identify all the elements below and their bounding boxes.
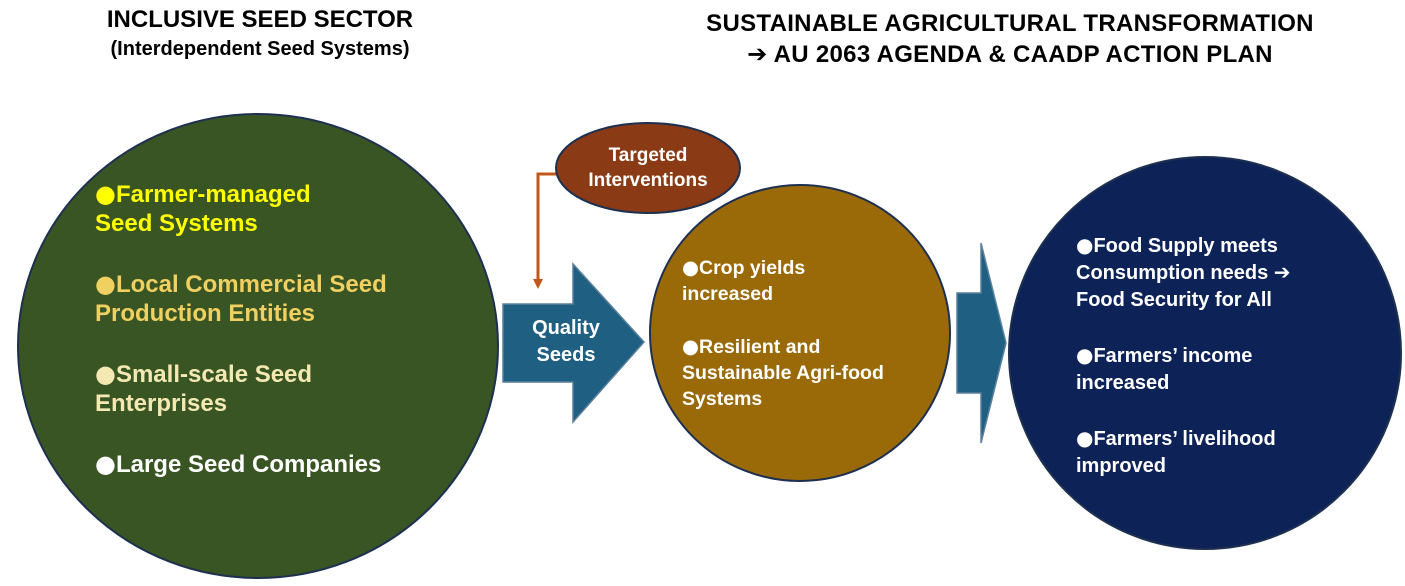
intervention-connector — [533, 172, 560, 289]
list-item: ●Local Commercial Seed Production Entiti… — [95, 270, 387, 327]
outcomes-list: ●Crop yields increased ●Resilient and Su… — [682, 255, 962, 439]
bullet-icon: ● — [95, 450, 116, 478]
list-item: ●Resilient and Sustainable Agri-food Sys… — [682, 335, 884, 410]
quality-seeds-arrow — [502, 262, 646, 424]
bullet-icon: ● — [95, 180, 116, 208]
bullet-icon: ● — [95, 270, 116, 298]
list-item: ●Food Supply meets Consumption needs ➔ F… — [1076, 233, 1291, 311]
bullet-icon: ● — [1076, 343, 1094, 367]
bullet-icon: ● — [682, 256, 700, 279]
impact-circle — [1008, 156, 1402, 550]
list-item: ●Farmers’ livelihood improved — [1076, 426, 1276, 477]
right-heading-line1: SUSTAINABLE AGRICULTURAL TRANSFORMATION — [706, 10, 1314, 37]
quality-seeds-label: Quality Seeds — [532, 317, 600, 366]
list-item: ●Farmers’ income increased — [1076, 343, 1253, 394]
left-heading-title: INCLUSIVE SEED SECTOR — [106, 6, 414, 33]
impact-list: ●Food Supply meets Consumption needs ➔ F… — [1076, 232, 1366, 508]
seed-systems-circle — [17, 113, 499, 579]
list-item: ●Small-scale Seed Enterprises — [95, 360, 313, 417]
bullet-icon: ● — [682, 335, 700, 358]
bullet-icon: ● — [95, 360, 116, 388]
targeted-interventions-label: Targeted Interventions — [588, 145, 708, 191]
seed-systems-list: ●Farmer-managed Seed Systems ●Local Comm… — [95, 180, 475, 511]
list-item: ●Large Seed Companies — [95, 450, 382, 478]
left-heading-subtitle: (Interdependent Seed Systems) — [110, 38, 410, 60]
right-heading-line2: ➔ AU 2063 AGENDA & CAADP ACTION PLAN — [747, 41, 1273, 68]
list-item: ●Crop yields increased — [682, 256, 806, 305]
transformation-arrow — [956, 242, 1007, 444]
outcomes-circle — [649, 184, 951, 482]
list-item: ●Farmer-managed Seed Systems — [95, 180, 311, 237]
bullet-icon: ● — [1076, 426, 1094, 450]
targeted-interventions-oval — [555, 122, 741, 214]
bullet-icon: ● — [1076, 233, 1094, 257]
